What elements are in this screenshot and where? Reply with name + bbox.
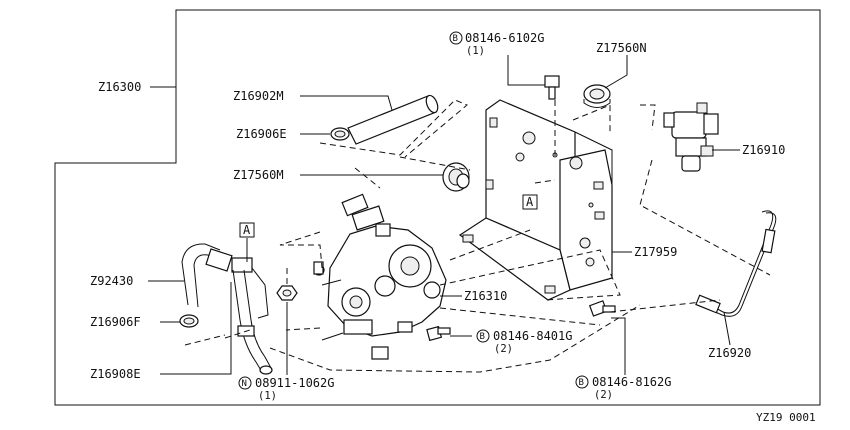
- svg-text:B: B: [480, 332, 485, 342]
- nut-08911-1062g: [276, 285, 298, 301]
- label-z16310: Z16310: [464, 289, 507, 303]
- bracket-z17959: [458, 99, 613, 301]
- nut-marker-icon: [238, 376, 252, 390]
- label-z16902m: Z16902M: [233, 89, 284, 103]
- fuel-pipe-z16902m: [347, 94, 439, 145]
- regulator-z16910: [663, 102, 719, 172]
- svg-text:(2): (2): [594, 389, 613, 401]
- svg-text:A: A: [526, 195, 534, 209]
- hose-z92430: [181, 243, 253, 308]
- pipe-z16920: [695, 210, 777, 317]
- label-z16920: Z16920: [708, 346, 751, 360]
- reference-box-a-right: A: [522, 194, 538, 210]
- hose-clip-z16906f: [179, 314, 199, 328]
- svg-text:A: A: [243, 223, 251, 237]
- bolt-marker-icon: [575, 375, 589, 389]
- label-z17959: Z17959: [634, 245, 677, 259]
- grommet-z17560n: [583, 84, 611, 108]
- bolt-08146-8162g: [588, 300, 616, 317]
- svg-text:08146-8162G: 08146-8162G: [592, 375, 671, 389]
- label-z17560m: Z17560M: [233, 168, 284, 182]
- svg-text:N: N: [242, 379, 247, 389]
- bolt-marker-icon: [449, 31, 463, 45]
- fastener-label-bottom-right: B 08146-8162G (2): [575, 375, 671, 401]
- bolt-08146-8401g: [426, 325, 451, 342]
- label-z16908e: Z16908E: [90, 367, 141, 381]
- svg-text:(1): (1): [466, 45, 485, 57]
- fastener-label-nut: N 08911-1062G (1): [238, 376, 334, 402]
- label-z16910: Z16910: [742, 143, 785, 157]
- label-z16906f: Z16906F: [90, 315, 141, 329]
- svg-text:B: B: [453, 34, 458, 44]
- svg-text:08146-8401G: 08146-8401G: [493, 329, 572, 343]
- label-z92430: Z92430: [90, 274, 133, 288]
- hose-clip-z16906e: [330, 127, 350, 141]
- svg-text:08146-6102G: 08146-6102G: [465, 31, 544, 45]
- bolt-08146-6102g: [544, 75, 560, 100]
- guide-lines: [184, 99, 771, 373]
- svg-text:(1): (1): [258, 390, 277, 402]
- reference-box-a-left: A: [239, 222, 255, 238]
- fastener-label-mid: B 08146-8401G (2): [476, 329, 572, 355]
- diagram-code: YZ19 0001: [756, 411, 816, 424]
- diagram-boundary: [54, 9, 821, 406]
- svg-text:(2): (2): [494, 343, 513, 355]
- svg-text:08911-1062G: 08911-1062G: [255, 376, 334, 390]
- bolt-marker-icon: [476, 329, 490, 343]
- leader-lines: [148, 55, 740, 375]
- hose-z16908e: [232, 267, 273, 375]
- label-z16906e: Z16906E: [236, 127, 287, 141]
- grommet-z17560m: [442, 162, 470, 192]
- label-z17560n: Z17560N: [596, 41, 647, 55]
- svg-text:B: B: [579, 378, 584, 388]
- fastener-label-top: B 08146-6102G (1): [449, 31, 544, 57]
- label-z16300: Z16300: [98, 80, 141, 94]
- injection-pump-z16310: [313, 193, 447, 360]
